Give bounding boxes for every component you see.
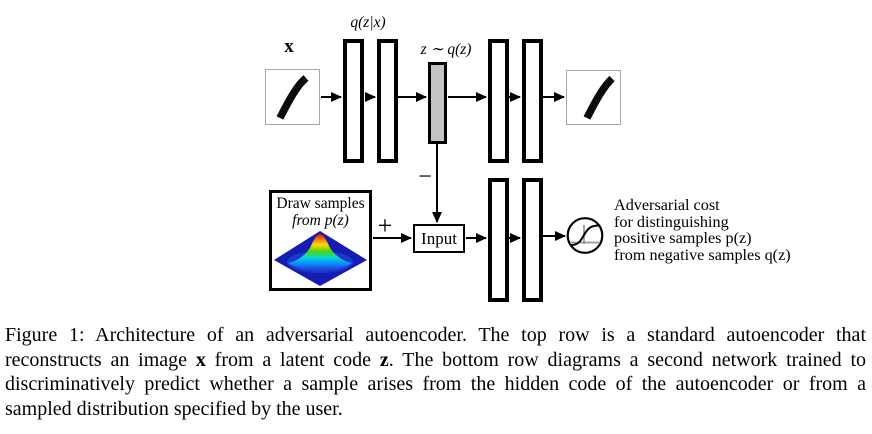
encoder-label: q(z|x): [350, 14, 386, 31]
prior-samples-box: Draw samples from p(z): [269, 190, 372, 291]
input-box: Input: [413, 224, 465, 253]
encoder-layer-1: [343, 39, 364, 163]
plus-sign: +: [377, 211, 393, 240]
digit-one-icon: [276, 75, 309, 120]
latent-code-bar: [428, 62, 447, 144]
discriminator-layer-1: [488, 178, 509, 302]
arrows-layer: [321, 92, 566, 243]
adversarial-cost-line: from negative samples q(z): [614, 245, 791, 264]
sigmoid-node-icon: [566, 217, 604, 254]
prior-samples-text-line2: from p(z): [292, 212, 349, 229]
reconstructed-image: [566, 70, 621, 125]
minus-sign: −: [418, 164, 432, 190]
adversarial-cost-text: Adversarial cost for distinguishing posi…: [614, 197, 791, 263]
digit-one-icon: [583, 75, 615, 120]
gaussian-surface-plot: [274, 231, 367, 286]
decoder-layer-1: [488, 39, 509, 163]
adversarial-cost-line: positive samples p(z): [614, 229, 752, 248]
input-image: [265, 69, 320, 125]
prior-samples-text-line1: Draw samples: [276, 195, 365, 212]
encoder-layer-2: [377, 39, 398, 163]
adversarial-cost-line: Adversarial cost: [614, 196, 720, 214]
figure-caption: Figure 1: Architecture of an adversarial…: [5, 324, 866, 420]
decoder-layer-2: [522, 39, 543, 163]
connector-arrows: [321, 92, 566, 243]
latent-code-label: z ∼ q(z): [420, 41, 472, 58]
discriminator-layer-2: [522, 178, 543, 302]
adversarial-autoencoder-diagram: x q(z|x) z ∼ q(z) − + Draw samples: [265, 14, 791, 302]
adversarial-cost-line: for distinguishing: [614, 212, 729, 231]
x-label: x: [284, 36, 294, 57]
